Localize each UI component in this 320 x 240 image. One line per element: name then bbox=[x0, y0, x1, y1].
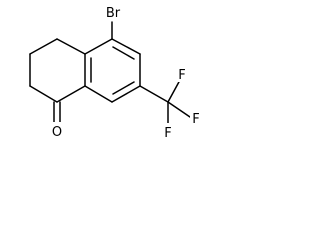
fluorine-right-label: F bbox=[192, 112, 199, 127]
oxygen-label: O bbox=[52, 125, 62, 140]
bond-lines bbox=[29, 21, 191, 125]
bond-c4a-c5 bbox=[84, 38, 113, 55]
bond-c2-c1 bbox=[29, 85, 58, 103]
bond-c5-c6 bbox=[111, 38, 141, 55]
bond-c4a-c4 bbox=[56, 38, 86, 55]
bond-c7-cf3 bbox=[139, 85, 169, 103]
fluorine-top-label: F bbox=[178, 68, 185, 83]
bond-c1-c8a bbox=[56, 85, 86, 103]
bond-c4-c3 bbox=[29, 38, 58, 55]
fluorine-bottom-label: F bbox=[164, 126, 171, 141]
molecule-diagram: Br O F F F bbox=[0, 0, 218, 176]
bond-c8-c8a bbox=[84, 85, 113, 103]
bond-c7-c8-inner bbox=[112, 81, 135, 95]
atom-labels: Br O F F F bbox=[50, 4, 202, 141]
bond-cf3-f-top bbox=[167, 79, 181, 103]
bond-c5-c6-inner bbox=[112, 46, 135, 60]
structure-drawing: Br O F F F bbox=[29, 4, 202, 141]
bromine-label: Br bbox=[106, 6, 121, 21]
bond-cf3-f-right bbox=[167, 101, 191, 118]
bond-c7-c8 bbox=[111, 85, 141, 103]
